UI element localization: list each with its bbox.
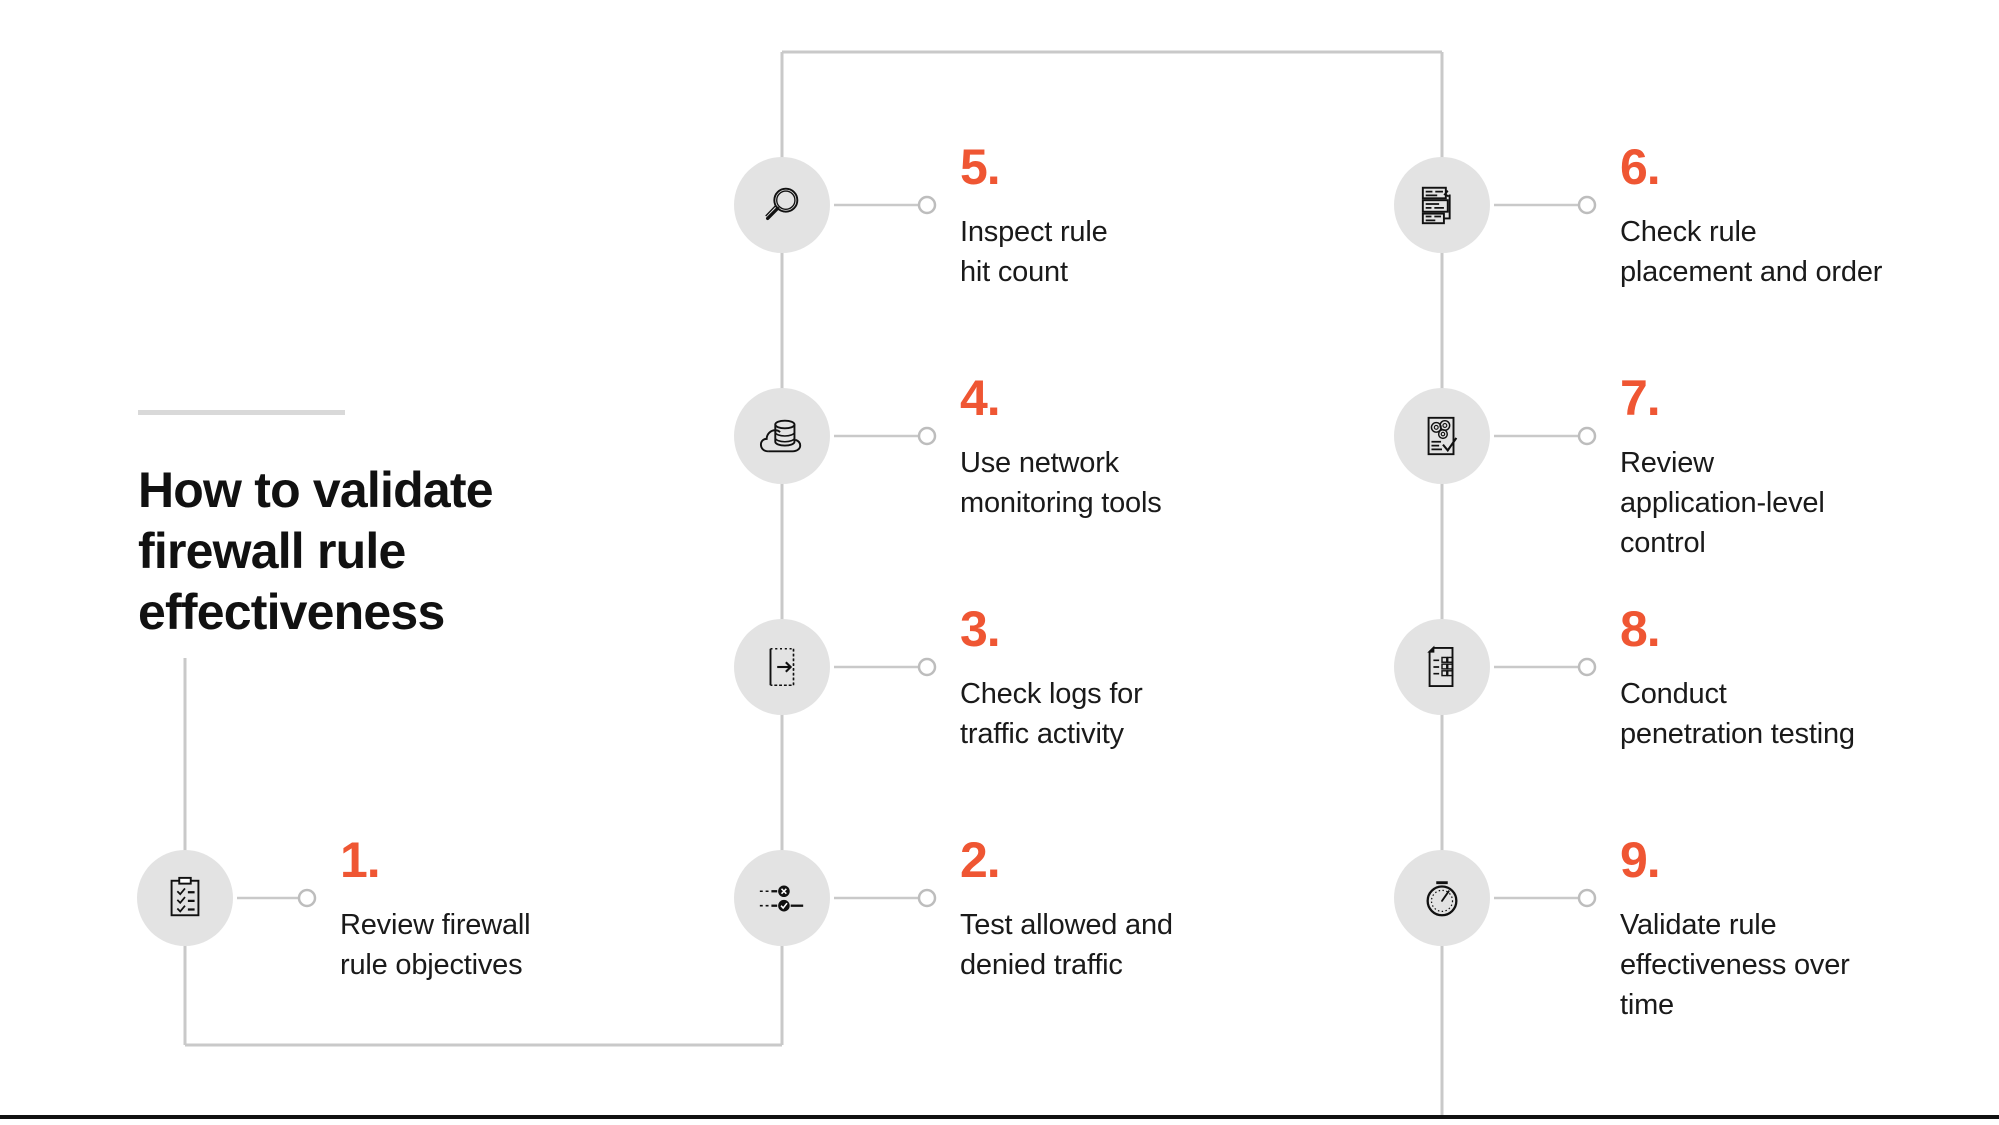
step-1-text: 1. Review firewall rule objectives <box>340 832 700 985</box>
step-9-text: 9. Validate rule effectiveness over time <box>1620 832 1980 1025</box>
stub-dot-step-9 <box>1577 888 1597 908</box>
step-1-number: 1. <box>340 832 381 888</box>
magnifying-glass-icon <box>759 182 805 228</box>
stub-dot-step-5 <box>917 195 937 215</box>
stub-dot-step-2 <box>917 888 937 908</box>
document-gears-check-icon <box>1419 413 1465 459</box>
step-2-icon-bubble[interactable] <box>734 850 830 946</box>
footer-divider <box>0 1115 1999 1119</box>
step-5-number: 5. <box>960 139 1001 195</box>
step-3-label: Check logs for traffic activity <box>960 678 1143 751</box>
step-7-icon-bubble[interactable] <box>1394 388 1490 484</box>
step-8-label: Conduct penetration testing <box>1620 678 1855 751</box>
step-9-label: Validate rule effectiveness over time <box>1620 909 1850 1022</box>
step-9-icon-bubble[interactable] <box>1394 850 1490 946</box>
step-8-text: 8. Conduct penetration testing <box>1620 601 1980 754</box>
stub-dot-step-4 <box>917 426 937 446</box>
step-1-icon-bubble[interactable] <box>137 850 233 946</box>
step-6-number: 6. <box>1620 139 1661 195</box>
step-3-number: 3. <box>960 601 1001 657</box>
clipboard-checklist-icon <box>162 875 208 921</box>
document-checkboxes-icon <box>1421 644 1463 690</box>
allow-deny-traffic-icon <box>756 875 808 921</box>
stub-dot-step-3 <box>917 657 937 677</box>
log-export-arrow-icon <box>760 644 804 690</box>
step-7-label: Review application-level control <box>1620 447 1825 560</box>
step-2-text: 2. Test allowed and denied traffic <box>960 832 1320 985</box>
page-title: How to validate firewall rule effectiven… <box>138 462 494 640</box>
step-4-label: Use network monitoring tools <box>960 447 1162 520</box>
step-6-text: 6. Check rule placement and order <box>1620 139 1980 292</box>
step-1-label: Review firewall rule objectives <box>340 909 531 982</box>
stub-dot-step-8 <box>1577 657 1597 677</box>
step-5-icon-bubble[interactable] <box>734 157 830 253</box>
step-7-number: 7. <box>1620 370 1661 426</box>
title-block: How to validate firewall rule effectiven… <box>138 410 558 643</box>
step-4-text: 4. Use network monitoring tools <box>960 370 1320 523</box>
step-8-icon-bubble[interactable] <box>1394 619 1490 715</box>
cloud-database-icon <box>756 413 808 459</box>
step-4-icon-bubble[interactable] <box>734 388 830 484</box>
stub-dot-step-7 <box>1577 426 1597 446</box>
step-3-text: 3. Check logs for traffic activity <box>960 601 1320 754</box>
step-9-number: 9. <box>1620 832 1661 888</box>
title-divider <box>138 410 345 415</box>
step-6-label: Check rule placement and order <box>1620 216 1883 289</box>
step-2-number: 2. <box>960 832 1001 888</box>
stopwatch-icon <box>1420 875 1464 921</box>
step-3-icon-bubble[interactable] <box>734 619 830 715</box>
step-5-text: 5. Inspect rule hit count <box>960 139 1320 292</box>
step-7-text: 7. Review application-level control <box>1620 370 1980 563</box>
step-6-icon-bubble[interactable] <box>1394 157 1490 253</box>
step-4-number: 4. <box>960 370 1001 426</box>
step-8-number: 8. <box>1620 601 1661 657</box>
rule-reorder-icon <box>1418 182 1466 228</box>
stub-dot-step-6 <box>1577 195 1597 215</box>
step-5-label: Inspect rule hit count <box>960 216 1108 289</box>
stub-dot-step-1 <box>297 888 317 908</box>
step-2-label: Test allowed and denied traffic <box>960 909 1173 982</box>
